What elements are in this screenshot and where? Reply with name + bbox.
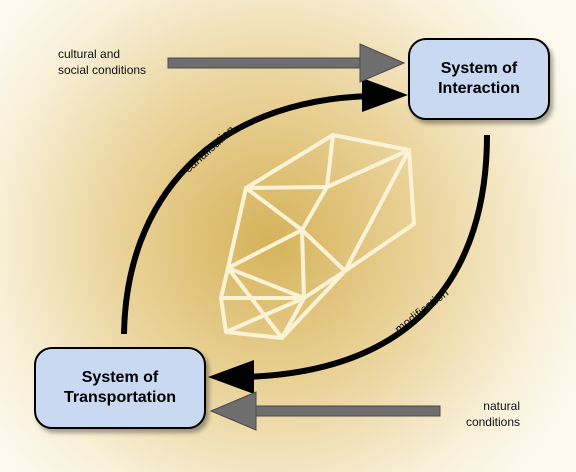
canalisation-arrow-head bbox=[362, 78, 408, 112]
cultural-label-line1: cultural and bbox=[58, 47, 121, 61]
natural-label-line1: natural bbox=[483, 399, 520, 413]
interaction-title-line1: System of bbox=[440, 60, 518, 77]
cultural-label-line2: social conditions bbox=[58, 63, 147, 77]
modification-arrow-head bbox=[208, 360, 254, 394]
modification-arrow-shaft bbox=[243, 134, 490, 380]
cultural-input-arrow bbox=[167, 43, 406, 83]
natural-conditions-label: natural conditions bbox=[440, 398, 520, 430]
canalisation-arrow-shaft bbox=[121, 93, 373, 335]
system-of-interaction-box: System of Interaction bbox=[408, 38, 550, 120]
transportation-title-line2: Transportation bbox=[63, 389, 176, 406]
transportation-title-line1: System of bbox=[81, 369, 159, 386]
system-of-transportation-box: System of Transportation bbox=[34, 347, 206, 429]
polyhedron-figure bbox=[219, 133, 416, 340]
cultural-conditions-label: cultural and social conditions bbox=[58, 46, 146, 78]
natural-input-arrow bbox=[209, 391, 441, 431]
interaction-title-line2: Interaction bbox=[438, 80, 520, 97]
natural-label-line2: conditions bbox=[465, 415, 520, 429]
